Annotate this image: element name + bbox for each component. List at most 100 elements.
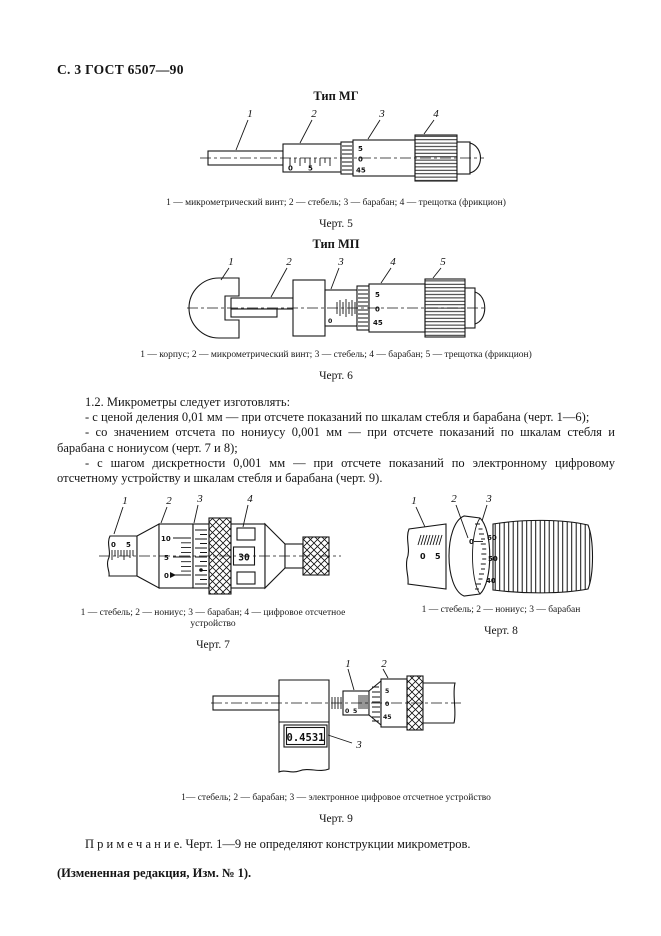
fig8-callout-1: 1: [411, 495, 417, 507]
fig6-dome-cap: [474, 291, 486, 325]
fig7-barrel-ticks: [195, 529, 207, 585]
doc-header: С. 3 ГОСТ 6507—90: [57, 62, 184, 77]
fig9-bevel-ticks: [371, 686, 380, 722]
fig6-leader-1: [220, 267, 230, 281]
fig8-stem-ticks: [417, 535, 442, 546]
fig5-stem-0: 0: [288, 165, 293, 173]
fig8-callout-3: 3: [485, 494, 492, 505]
fig7-callout-1: 1: [122, 495, 128, 507]
fig8-leader-3: [481, 505, 487, 522]
fig9-stem-ticks: [358, 695, 367, 710]
page-content: С. 3 ГОСТ 6507—90 Тип МГ 0 5 5 0 45: [57, 62, 615, 881]
fig9-display-value: 0.4531: [286, 732, 324, 744]
fig9-stem-0: 0: [345, 708, 350, 715]
fig6-callout-5: 5: [440, 256, 446, 268]
fig6-micrometer-drawing: 0 5 0 45 1 2 3 4 5: [187, 256, 487, 339]
fig5-barrel-0: 0: [358, 156, 363, 164]
fig6-leader-2: [270, 267, 288, 298]
fig9-barrel-0: 0: [385, 701, 390, 708]
fig6-barrel-0: 0: [375, 306, 380, 314]
fig6-bevel-ticks: [358, 289, 368, 327]
fig7-callout-4: 4: [247, 494, 253, 505]
fig9-caption: 1— стебель; 2 — барабан; 3 — электронное…: [181, 793, 491, 804]
fig9-leader-3: [327, 734, 352, 744]
fig7-vernier-5: 5: [164, 554, 169, 562]
clause-1-2: 1.2. Микрометры следует изготовлять: - с…: [57, 395, 615, 486]
fig7-index-dot: [199, 568, 203, 573]
fig7-callout-2: 2: [166, 495, 172, 507]
fig6-callout-1: 1: [228, 256, 234, 268]
fig8-stem-5: 5: [435, 552, 441, 561]
fig8-dial: [448, 515, 490, 597]
fig5-leader-4: [423, 119, 435, 135]
fig9-micrometer-drawing: 0.4531 0 5 5 0 45 1 2 3: [210, 658, 461, 774]
fig6-callout-3: 3: [337, 256, 344, 268]
fig5-type-title: Тип МГ: [313, 89, 359, 103]
fig9-leader-2: [382, 669, 388, 679]
fig6-barrel-5: 5: [375, 291, 380, 299]
fig6-barrel-45: 45: [373, 319, 383, 327]
fig7-label: Черт. 7: [196, 639, 230, 652]
fig5-caption: 1 — микрометрический винт; 2 — стебель; …: [166, 198, 506, 208]
revision-text: (Измененная редакция, Изм. № 1).: [57, 866, 252, 881]
clause-item-2: - со значением отсчета по нониусу 0,001 …: [57, 425, 615, 455]
fig7-callout-3: 3: [196, 494, 203, 505]
fig9-callout-3: 3: [355, 739, 362, 751]
fig8-dial-zero: 0: [469, 538, 474, 546]
fig7-leader-3: [193, 505, 199, 524]
fig7-vernier-10: 10: [161, 535, 171, 543]
fig6-type-title: Тип МП: [312, 237, 360, 251]
fig9-stem-5: 5: [353, 708, 357, 715]
fig7-notch-bottom: [236, 571, 256, 585]
fig5-barrel-45: 45: [356, 167, 366, 175]
fig6-drawing: 0 5 0 45 1 2 3 4 5: [57, 252, 615, 349]
fig9-leader-1: [347, 669, 354, 691]
fig8-leader-1: [415, 507, 425, 528]
fig5-leader-1: [235, 119, 249, 151]
fig6-caption: 1 — корпус; 2 — микрометрический винт; 3…: [140, 350, 532, 360]
fig9-label: Черт. 9: [319, 813, 353, 826]
fig6-leader-5: [432, 267, 442, 279]
fig7-display-value: 30: [238, 553, 250, 564]
fig7-stem-ticks: [111, 550, 134, 561]
fig9-display-inner: [285, 727, 325, 746]
fig8-callout-2: 2: [451, 494, 457, 505]
fig7-vernier-lines: [173, 537, 191, 576]
fig8-micrometer-drawing: 0 5 0 60 50 40 1 2 3: [405, 494, 593, 597]
fig7-caption: 1 — стебель; 2 — нониус; 3 — барабан; 4 …: [80, 608, 346, 630]
fig8-label: Черт. 8: [484, 625, 518, 638]
fig8-stem: [405, 523, 447, 590]
fig5-callout-3: 3: [378, 108, 385, 120]
fig7-leader-1: [113, 507, 124, 535]
fig5-drawing: 0 5 5 0 45 1 2 3 4: [57, 104, 615, 197]
fig7-fig8-row: 0 5 10 5 0: [57, 494, 615, 651]
fig5-callout-4: 4: [433, 108, 439, 120]
fig5-micrometer-drawing: 0 5 5 0 45 1 2 3 4: [200, 108, 484, 182]
clause-item-3: - с шагом дискретности 0,001 мм — при от…: [57, 455, 615, 486]
fig6-screw-step: [230, 308, 278, 318]
fig9-barrel-5: 5: [385, 688, 389, 695]
fig8-block: 0 5 0 60 50 40 1 2 3: [387, 494, 615, 637]
fig9-barrel-45: 45: [383, 714, 392, 721]
fig7-block: 0 5 10 5 0: [57, 494, 387, 651]
fig8-leader-2: [455, 505, 468, 539]
fig6-callout-2: 2: [286, 256, 292, 268]
fig7-leader-2: [160, 507, 168, 524]
fig8-caption: 1 — стебель; 2 — нониус; 3 — барабан: [421, 605, 581, 616]
clause-intro: 1.2. Микрометры следует изготовлять:: [85, 395, 291, 409]
fig7-leader-4: [242, 505, 249, 528]
fig8-dial-50: 50: [488, 555, 498, 563]
fig9-callout-1: 1: [345, 658, 351, 670]
fig6-stem-0: 0: [328, 318, 333, 325]
fig5-stem-5: 5: [308, 165, 313, 173]
fig8-dial-ticks: [474, 523, 486, 590]
fig7-stem-5: 5: [126, 541, 131, 549]
fig5-stem-ticks: [289, 158, 331, 168]
fig5-leader-2: [299, 119, 313, 144]
fig8-stem-0: 0: [420, 552, 426, 561]
fig5-stem: [282, 143, 342, 173]
fig6-leader-4: [380, 267, 392, 284]
fig5-callout-2: 2: [311, 108, 317, 120]
fig5-leader-3: [367, 119, 381, 140]
clause-item-1: - с ценой деления 0,01 мм — при отсчете …: [85, 410, 590, 425]
